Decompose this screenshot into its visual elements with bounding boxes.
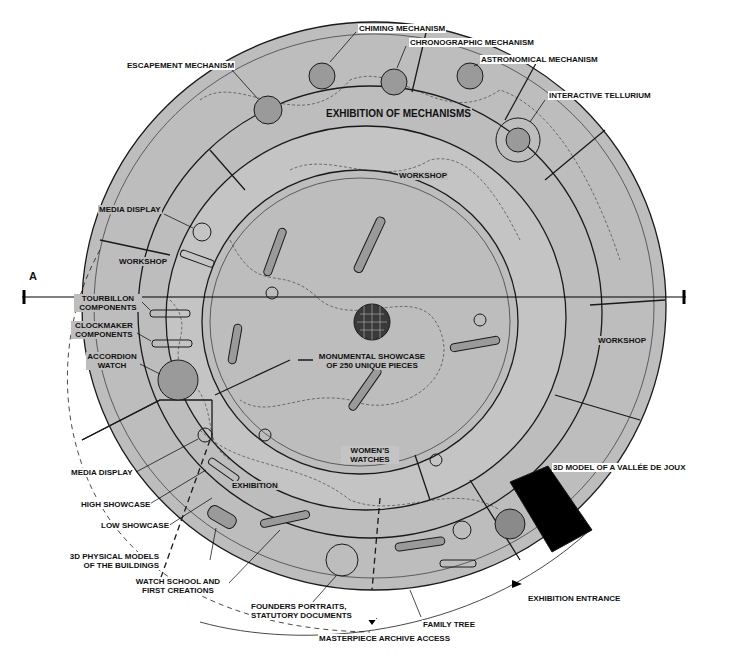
visitor-path — [170, 76, 620, 510]
vallee-de-joux-model — [510, 466, 592, 552]
plan-label: WORKSHOP — [118, 257, 168, 266]
tellurium — [496, 118, 540, 162]
plan-label: TOURBILLON COMPONENTS — [74, 294, 142, 312]
leader-line — [330, 32, 356, 62]
plan-label: WATCH SCHOOL AND FIRST CREATIONS — [127, 577, 229, 595]
plan-label: CHRONOGRAPHIC MECHANISM — [409, 38, 535, 47]
plan-label: EXHIBITION OF MECHANISMS — [325, 108, 472, 120]
low-showcase — [150, 310, 190, 317]
high-showcase — [228, 324, 243, 365]
leader-line — [168, 498, 212, 526]
plan-label: EXHIBITION ENTRANCE — [527, 594, 621, 603]
plan-label: MONUMENTAL SHOWCASE OF 250 UNIQUE PIECES — [313, 352, 431, 370]
inner-ring-line — [210, 178, 510, 466]
leader-line — [410, 590, 421, 617]
leader-line — [136, 439, 198, 472]
high-showcase — [206, 503, 239, 530]
radial-wall — [82, 24, 665, 560]
leader-lines — [136, 32, 545, 617]
plan-label: HIGH SHOWCASE — [80, 500, 151, 509]
plan-label: INTERACTIVE TELLURIUM — [548, 91, 652, 100]
plan-label: MEDIA DISPLAY — [70, 468, 134, 477]
plan-label: ESCAPEMENT MECHANISM — [126, 61, 235, 70]
escapement-showcase — [254, 96, 282, 124]
leader-line — [210, 528, 216, 560]
outer-wall — [82, 22, 666, 590]
family-tree-disc — [453, 521, 471, 539]
high-showcase — [260, 510, 311, 528]
leader-line — [232, 70, 258, 99]
leader-line — [397, 46, 406, 68]
astronomical-showcase — [457, 63, 483, 89]
section-tick — [23, 290, 26, 304]
outer-inner-line — [94, 34, 654, 578]
media-display — [259, 429, 271, 441]
leader-line — [530, 100, 545, 122]
leader-line — [137, 333, 151, 341]
plan-label: 3D MODEL OF A VALLÉE DE JOUX — [552, 463, 686, 472]
archive-circle — [326, 544, 358, 576]
plan-label: CHIMING MECHANISM — [358, 24, 446, 33]
ring-wall-inner — [166, 126, 566, 510]
low-showcase — [152, 340, 192, 347]
vallee-model-disc — [495, 509, 525, 539]
low-showcase — [207, 457, 240, 483]
monumental-showcase — [354, 304, 390, 340]
plan-label: 3D PHYSICAL MODELS OF THE BUILDINGS — [58, 552, 160, 570]
media-display — [474, 314, 486, 326]
media-display — [430, 454, 442, 466]
chronographic-showcase — [381, 69, 407, 95]
section-tick — [683, 290, 686, 304]
leader-line — [312, 576, 336, 603]
ring-wall — [138, 86, 602, 538]
leader-line — [142, 302, 150, 310]
low-showcase — [180, 249, 215, 268]
chiming-showcase — [309, 63, 335, 89]
leader-line — [140, 364, 160, 374]
high-showcase — [347, 366, 382, 412]
showcase-hatch — [357, 304, 387, 340]
outer-arc — [200, 530, 590, 635]
plan-label: LOW SHOWCASE — [100, 521, 170, 530]
plan-label: MEDIA DISPLAY — [98, 205, 162, 214]
plan-label: ASTRONOMICAL MECHANISM — [480, 55, 599, 64]
plan-label: A — [28, 270, 38, 283]
plan-label: WORKSHOP — [398, 171, 448, 180]
plan-label: MASTERPIECE ARCHIVE ACCESS — [318, 634, 451, 643]
plan-label: WOMEN'S WATCHES — [341, 446, 399, 464]
exhibit-objects — [150, 63, 592, 576]
plan-label: CLOCKMAKER COMPONENTS — [71, 321, 137, 339]
plan-label: FOUNDERS PORTRAITS, STATUTORY DOCUMENTS — [250, 602, 376, 620]
plan-label: EXHIBITION — [231, 481, 279, 490]
leader-line — [474, 64, 478, 66]
plan-label: FAMILY TREE — [422, 620, 476, 629]
markers — [367, 580, 522, 625]
accordion-watch — [158, 360, 198, 400]
inner-ring — [202, 170, 518, 474]
plan-body — [67, 22, 666, 635]
media-display — [198, 428, 212, 442]
leader-line — [228, 530, 280, 584]
high-showcase — [395, 537, 446, 552]
low-showcase — [440, 560, 476, 567]
plan-label: WORKSHOP — [597, 336, 647, 345]
leader-line — [148, 470, 206, 505]
tellurium-core — [506, 128, 530, 152]
media-display — [193, 223, 211, 241]
high-showcase — [450, 336, 501, 353]
high-showcase — [353, 216, 387, 274]
outer-dashed-line — [67, 250, 370, 632]
leader-line — [164, 214, 193, 228]
high-showcase — [263, 227, 288, 277]
entrance-arrow — [512, 580, 522, 588]
plan-label: ACCORDION WATCH — [86, 352, 138, 370]
